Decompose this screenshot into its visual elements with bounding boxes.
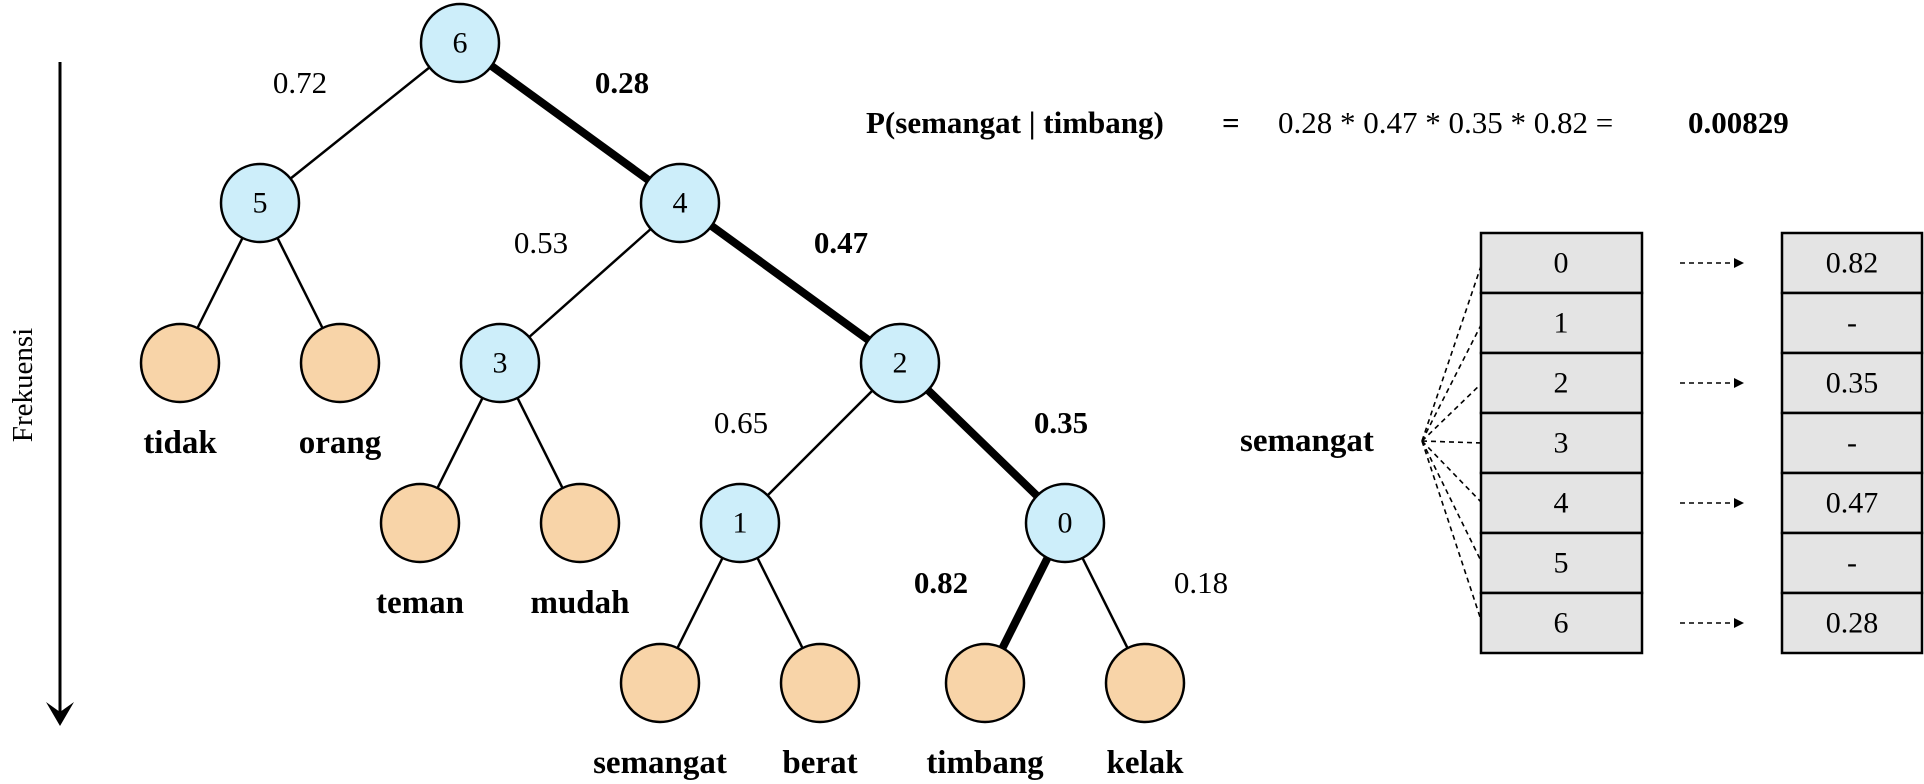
tree-node-6-label: 6 <box>453 27 468 60</box>
leaf-orang-label: orang <box>299 425 382 461</box>
probability-formula: P(semangat | timbang) = 0.28 * 0.47 * 0.… <box>866 105 1789 140</box>
fan-line-4 <box>1421 440 1483 504</box>
fan-lines <box>1421 262 1483 624</box>
leaf-kelak-label: kelak <box>1106 745 1184 781</box>
edge-label-2-1: 0.65 <box>714 405 768 440</box>
leaf-teman-label: teman <box>376 585 464 621</box>
internal-nodes: 6 5 4 3 2 1 0 <box>219 2 1106 564</box>
index-cell-0-label: 0 <box>1554 247 1569 280</box>
formula-rhs: 0.28 * 0.47 * 0.35 * 0.82 = <box>1278 105 1613 140</box>
value-cell-6-label: 0.28 <box>1826 607 1879 640</box>
leaf-semangat-label: semangat <box>593 745 727 781</box>
leaf-mudah: mudah <box>530 482 630 621</box>
tree-node-3: 3 <box>459 322 541 404</box>
index-table: 0 1 2 3 4 5 6 <box>1479 231 1644 655</box>
value-cell-5-label: - <box>1847 547 1857 580</box>
tree-node-4: 4 <box>639 162 721 244</box>
tree-node-2-label: 2 <box>893 347 908 380</box>
edge-label-6-4: 0.28 <box>595 65 649 100</box>
index-cell-6: 6 <box>1479 591 1644 655</box>
edge-label-0-kelak: 0.18 <box>1174 565 1228 600</box>
index-cell-2-label: 2 <box>1554 367 1569 400</box>
leaf-timbang-label: timbang <box>926 745 1044 781</box>
tree-node-0-label: 0 <box>1058 507 1073 540</box>
formula-result: 0.00829 <box>1688 105 1789 140</box>
tree-node-6: 6 <box>419 2 501 84</box>
lookup-word: semangat <box>1240 423 1374 459</box>
value-cell-4: 0.47 <box>1780 471 1924 535</box>
index-cell-2: 2 <box>1479 351 1644 415</box>
edge-labels: 0.72 0.28 0.53 0.47 0.65 0.35 0.82 0.18 <box>273 65 1228 600</box>
fan-line-2 <box>1421 382 1483 442</box>
edge-6-5 <box>259 42 461 204</box>
index-cell-5: 5 <box>1479 531 1644 595</box>
leaf-tidak-label: tidak <box>143 425 217 461</box>
leaf-tidak: tidak <box>139 322 221 461</box>
value-cell-6: 0.28 <box>1780 591 1924 655</box>
value-cell-1: - <box>1780 291 1924 355</box>
tree-node-4-label: 4 <box>673 187 688 220</box>
edge-label-0-timbang: 0.82 <box>914 565 968 600</box>
leaf-mudah-label: mudah <box>530 585 629 621</box>
index-cell-0: 0 <box>1479 231 1644 295</box>
value-cell-2: 0.35 <box>1780 351 1924 415</box>
edge-4-2 <box>677 199 903 367</box>
fan-line-1 <box>1421 322 1483 442</box>
index-cell-3-label: 3 <box>1554 427 1569 460</box>
tree-node-1-label: 1 <box>733 507 748 540</box>
index-cell-1: 1 <box>1479 291 1644 355</box>
value-cell-3: - <box>1780 411 1924 475</box>
value-cell-0-label: 0.82 <box>1826 247 1879 280</box>
edge-label-2-0: 0.35 <box>1034 405 1088 440</box>
frequency-axis: Frekuensi <box>7 62 74 726</box>
index-cell-3: 3 <box>1479 411 1644 475</box>
index-cell-4: 4 <box>1479 471 1644 535</box>
leaf-nodes: tidak orang teman mudah semangat berat t… <box>139 322 1186 781</box>
value-cell-3-label: - <box>1847 427 1857 460</box>
tree-node-3-label: 3 <box>493 347 508 380</box>
value-cell-5: - <box>1780 531 1924 595</box>
leaf-timbang: timbang <box>926 642 1044 781</box>
index-cell-4-label: 4 <box>1554 487 1569 520</box>
edge-label-6-5: 0.72 <box>273 65 327 100</box>
tree-node-1: 1 <box>699 482 781 564</box>
frequency-axis-label: Frekuensi <box>7 328 39 442</box>
leaf-kelak: kelak <box>1104 642 1186 781</box>
fan-line-5 <box>1421 440 1483 564</box>
leaf-berat: berat <box>779 642 861 781</box>
tree-node-2: 2 <box>859 322 941 404</box>
value-cell-0: 0.82 <box>1780 231 1924 295</box>
value-table: 0.82 - 0.35 - 0.47 - 0.28 <box>1780 231 1924 655</box>
mapping-arrows <box>1680 258 1744 628</box>
fan-line-6 <box>1421 440 1483 624</box>
value-cell-1-label: - <box>1847 307 1857 340</box>
leaf-berat-label: berat <box>782 745 857 781</box>
tree-node-5: 5 <box>219 162 301 244</box>
value-cell-2-label: 0.35 <box>1826 367 1879 400</box>
leaf-orang: orang <box>299 322 382 461</box>
tree-node-5-label: 5 <box>253 187 268 220</box>
index-cell-6-label: 6 <box>1554 607 1569 640</box>
formula-lhs: P(semangat | timbang) <box>866 105 1164 140</box>
tree-node-0: 0 <box>1024 482 1106 564</box>
edge-label-4-3: 0.53 <box>514 225 568 260</box>
formula-equals: = <box>1222 105 1240 140</box>
fan-line-3 <box>1421 440 1483 444</box>
index-cell-1-label: 1 <box>1554 307 1569 340</box>
index-cell-5-label: 5 <box>1554 547 1569 580</box>
leaf-semangat: semangat <box>593 642 727 781</box>
fan-line-0 <box>1421 262 1483 442</box>
edge-label-4-2: 0.47 <box>814 225 868 260</box>
edge-6-4 <box>457 39 683 207</box>
leaf-teman: teman <box>376 482 464 621</box>
frequency-axis-arrowhead <box>46 702 74 726</box>
value-cell-4-label: 0.47 <box>1826 487 1879 520</box>
